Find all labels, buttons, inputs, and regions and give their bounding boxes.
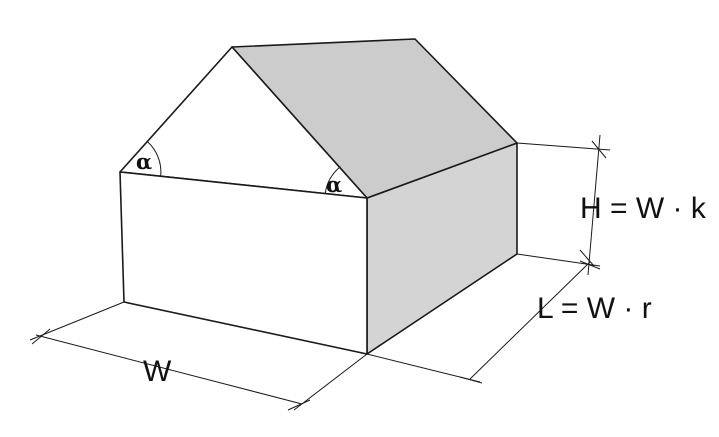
front-wall-face	[119, 171, 368, 355]
width-tick-right	[287, 399, 311, 411]
height-label: H = W · k	[580, 192, 707, 225]
length-tick-bottom	[459, 376, 483, 384]
height-tick-top	[591, 140, 607, 159]
width-label: W	[143, 355, 172, 388]
height-tick-bottom	[579, 249, 595, 267]
length-dimension-line	[469, 261, 591, 380]
angle-arc-left	[146, 141, 162, 177]
angle-label-right: α	[326, 172, 342, 197]
length-label: L = W · r	[537, 292, 652, 325]
angle-label-left: α	[136, 149, 152, 174]
width-dimension	[29, 301, 368, 411]
width-tick-left	[31, 328, 51, 345]
height-dimension-line	[587, 134, 601, 276]
width-extension-line-right	[293, 353, 368, 411]
width-dimension-line	[35, 334, 303, 405]
height-extension-line-bottom	[516, 253, 601, 267]
height-extension-line-top	[516, 142, 611, 151]
width-extension-line-left	[29, 301, 125, 341]
angle-arc-right	[324, 166, 341, 194]
length-dimension	[366, 260, 601, 384]
height-dimension	[516, 134, 611, 276]
